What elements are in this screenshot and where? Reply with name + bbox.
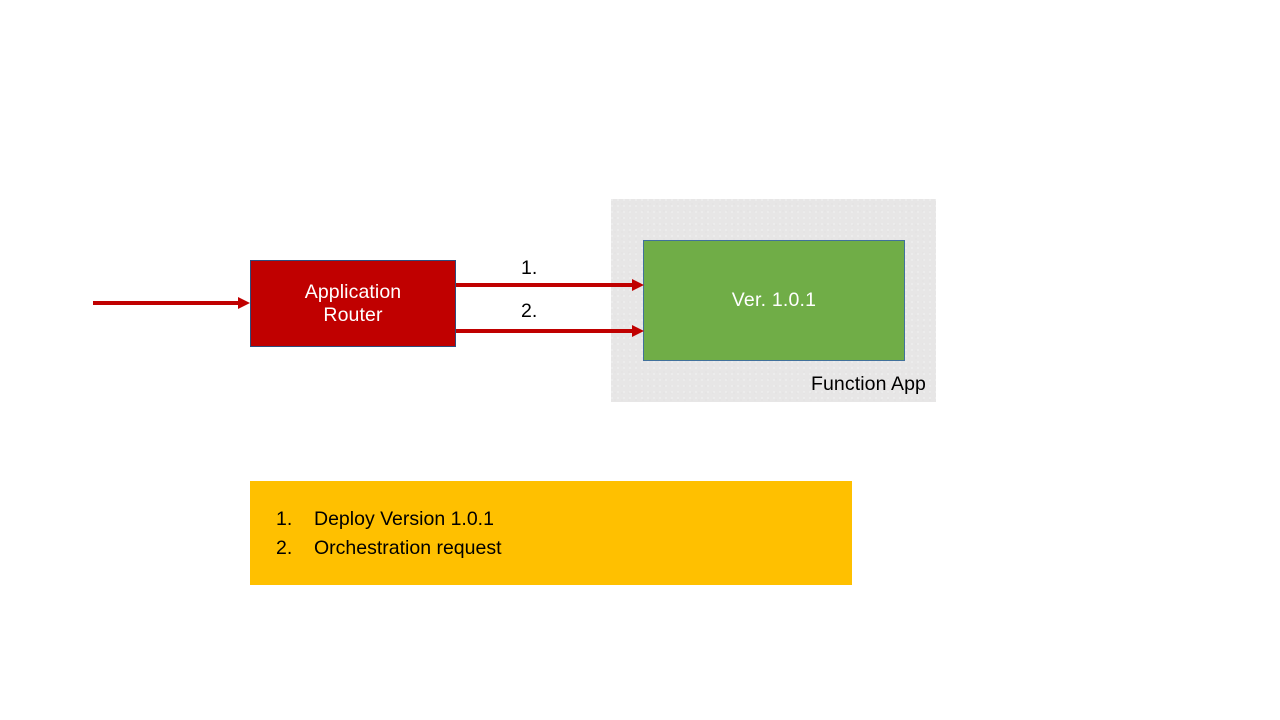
arrow-step-number-2: 2. xyxy=(521,300,538,322)
arrow-shaft xyxy=(456,329,633,333)
legend-list: 1. Deploy Version 1.0.1 2. Orchestration… xyxy=(276,505,502,563)
arrow-shaft xyxy=(93,301,239,305)
version-box[interactable]: Ver. 1.0.1 xyxy=(643,240,905,361)
legend-item-text: Deploy Version 1.0.1 xyxy=(314,508,494,530)
function-app-label: Function App xyxy=(810,373,926,395)
legend-box: 1. Deploy Version 1.0.1 2. Orchestration… xyxy=(250,481,852,585)
legend-item-marker: 2. xyxy=(276,536,293,559)
arrow-head xyxy=(238,297,250,309)
legend-item: 1. Deploy Version 1.0.1 xyxy=(276,505,502,534)
arrow-head xyxy=(632,279,644,291)
legend-item-text: Orchestration request xyxy=(314,536,502,559)
arrow-shaft xyxy=(456,283,633,287)
arrow-step-number-1: 1. xyxy=(521,257,538,279)
application-router-box[interactable]: Application Router xyxy=(250,260,456,347)
arrow-head xyxy=(632,325,644,337)
version-box-label: Ver. 1.0.1 xyxy=(731,289,817,311)
application-router-label-line2: Router xyxy=(323,303,383,326)
legend-item-marker: 1. xyxy=(276,508,293,530)
application-router-label-line1: Application xyxy=(304,280,402,303)
legend-item: 2. Orchestration request xyxy=(276,534,502,563)
